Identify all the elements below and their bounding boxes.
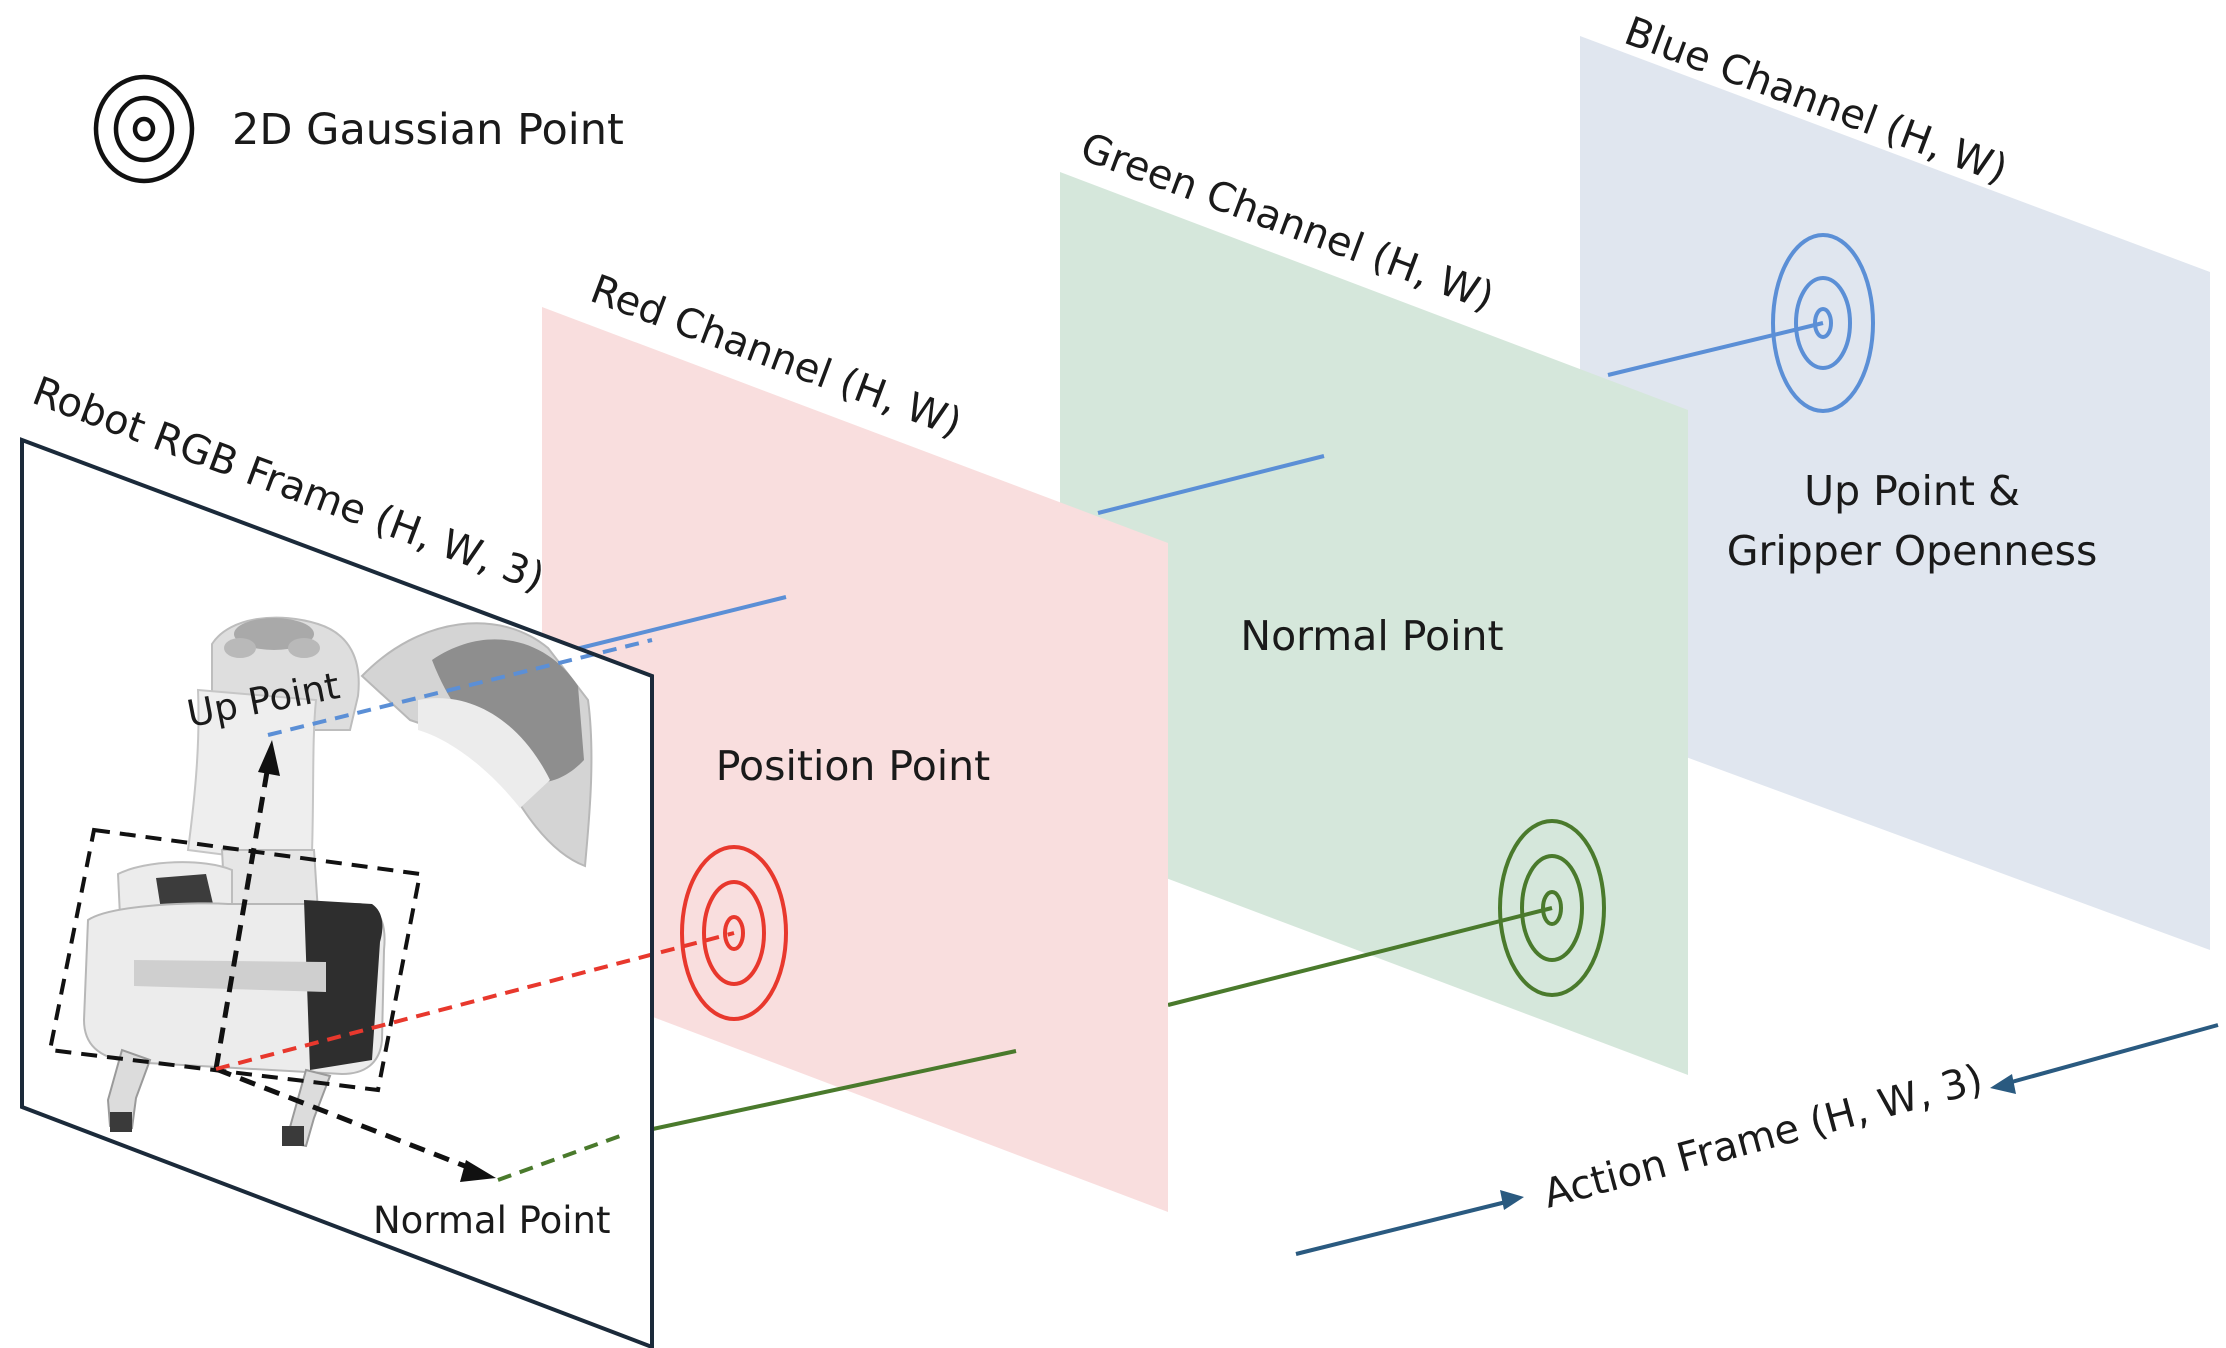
blue-projection-line-green-segment [1097,454,1325,515]
blue-projection-line-red-segment [559,595,787,655]
green-channel-fill [1060,172,1688,1075]
red-center-label: Position Point [716,742,990,790]
red-gaussian-point [680,845,788,1021]
green-projection-line-green-segment [1167,906,1553,1007]
action-arrow-left [1295,1200,1507,1256]
action-arrow-right-head [1990,1074,2016,1094]
normal-arrow-head [460,1160,496,1182]
robot-frame-border [20,437,654,1348]
normal-point-arrow [215,1066,471,1171]
up-arrow-head [258,740,280,776]
blue-channel-fill [1580,36,2210,950]
blue-projection-line [1607,321,1824,377]
red-projection-line-dashed [215,931,735,1071]
action-arrow-right [2007,1023,2219,1085]
green-projection-line-red-segment [619,1049,1017,1138]
green-gaussian-point [1498,819,1606,997]
blue-channel-plane: Blue Channel (H, W) Up Point & Gripper O… [1580,8,2210,950]
action-frame-label: Action Frame (H, W, 3) [1539,1056,1988,1218]
green-center-label: Normal Point [1240,612,1503,660]
blue-projection-line-dashed [267,638,653,737]
red-channel-fill [542,307,1168,1212]
green-channel-plane: Green Channel (H, W) Normal Point [1060,124,1688,1075]
legend-label: 2D Gaussian Point [232,105,624,155]
concentric-circles-icon [93,74,195,184]
blue-center-label-line1: Up Point & [1804,467,2020,515]
robot-arm-illustration [82,616,593,1148]
gripper-bounding-box [47,827,423,1093]
action-arrow-left-head [1500,1190,1524,1210]
legend: 2D Gaussian Point [93,74,624,184]
blue-center-label-line2: Gripper Openness [1727,527,2098,575]
blue-gaussian-point [1771,233,1875,413]
action-frame-annotation: Action Frame (H, W, 3) [1295,1023,2219,1256]
normal-point-label: Normal Point [373,1199,611,1242]
